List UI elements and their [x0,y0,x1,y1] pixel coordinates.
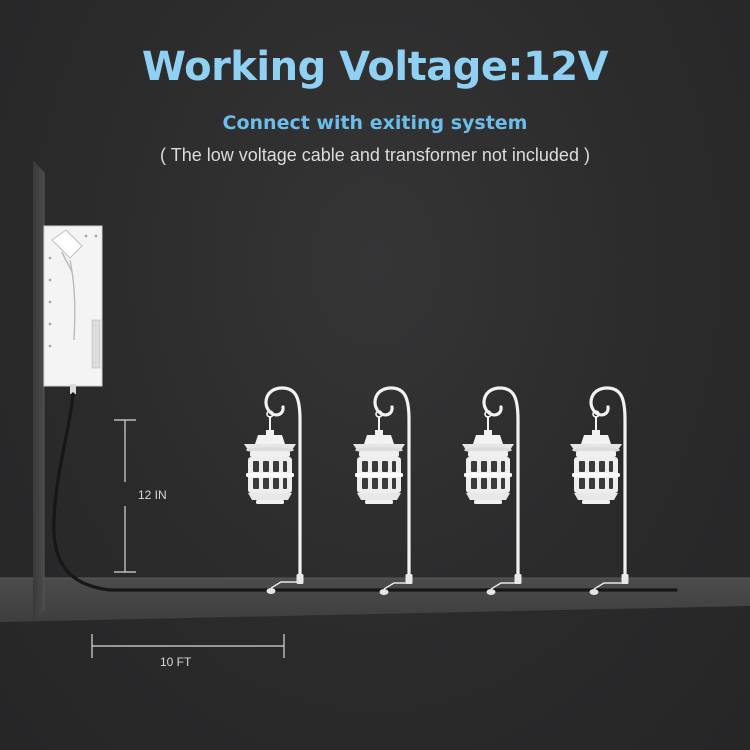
headline: Working Voltage:12V [141,44,609,90]
height-dimension [114,419,136,573]
subheadline: Connect with exiting system [222,112,528,134]
low-voltage-cable [52,392,678,592]
cable-connectors [266,588,599,595]
spacing-dimension [91,634,285,658]
path-light-3 [461,386,524,586]
ground-plane [0,578,750,622]
height-label: 12 IN [138,488,167,502]
path-light-2 [352,386,415,586]
spacing-label: 10 FT [160,655,192,669]
transformer-box [43,225,103,394]
inclusion-note: ( The low voltage cable and transformer … [160,145,590,165]
house-wall [33,160,44,622]
path-light-1 [243,386,306,586]
path-light-4 [569,386,631,586]
